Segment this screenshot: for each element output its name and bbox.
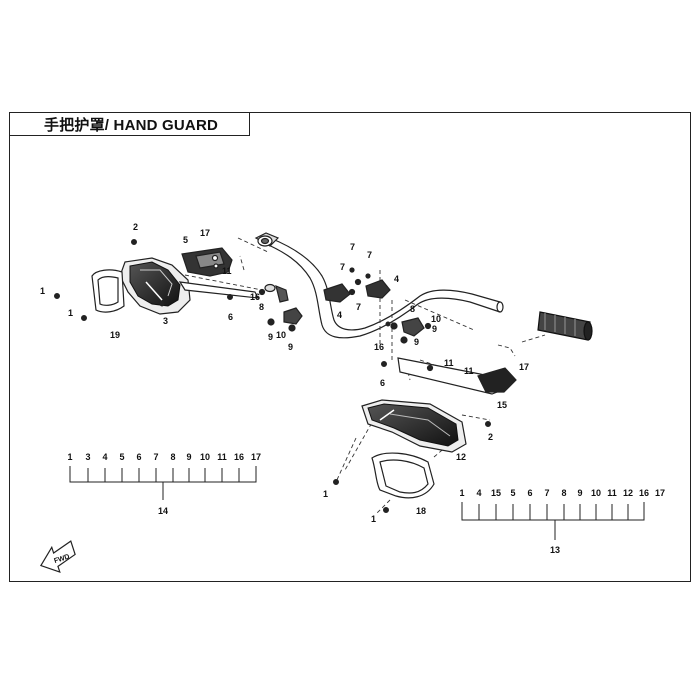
left-guard-shell xyxy=(91,269,125,313)
callout-c-17b: 17 xyxy=(519,362,529,372)
right-grip xyxy=(537,311,593,341)
kit-left-item: 9 xyxy=(186,452,191,462)
right-bracket xyxy=(397,357,517,395)
kit-right-number: 13 xyxy=(550,545,560,555)
callout-c-1a: 1 xyxy=(40,286,45,296)
kit-bracket-left xyxy=(69,466,257,500)
callout-c-2a: 2 xyxy=(133,222,138,232)
callout-c-5a: 5 xyxy=(183,235,188,245)
callout-c-9a: 9 xyxy=(268,332,273,342)
fwd-label: FWD xyxy=(53,553,70,565)
callout-c-7c: 7 xyxy=(367,250,372,260)
kit-right-item: 12 xyxy=(623,488,633,498)
title-box xyxy=(9,112,250,136)
callout-c-7a: 7 xyxy=(350,242,355,252)
right-screws xyxy=(333,321,491,513)
callout-c-16a: 16 xyxy=(250,292,260,302)
callout-c-18: 18 xyxy=(416,506,426,516)
kit-right-item: 17 xyxy=(655,488,665,498)
kit-left-item: 11 xyxy=(217,452,227,462)
kit-left-item: 8 xyxy=(170,452,175,462)
kit-left-item: 17 xyxy=(251,452,261,462)
kit-left-item: 5 xyxy=(119,452,124,462)
callout-c-7b: 7 xyxy=(340,262,345,272)
kit-left-labels: 1 3 4 5 6 7 8 9 10 11 16 17 14 xyxy=(67,452,261,516)
callout-c-19: 19 xyxy=(110,330,120,340)
callout-c-10a: 10 xyxy=(276,330,286,340)
callout-c-1d: 1 xyxy=(371,514,376,524)
callout-c-1b: 1 xyxy=(68,308,73,318)
callout-c-8a: 8 xyxy=(259,302,264,312)
kit-left-number: 14 xyxy=(158,506,168,516)
callout-c-4a: 4 xyxy=(394,274,399,284)
kit-right-item: 8 xyxy=(561,488,566,498)
kit-left-item: 4 xyxy=(102,452,107,462)
left-hand-guard xyxy=(119,257,191,315)
kit-left-item: 1 xyxy=(67,452,72,462)
callout-c-9d: 9 xyxy=(414,337,419,347)
kit-right-item: 10 xyxy=(591,488,601,498)
kit-left-item: 6 xyxy=(136,452,141,462)
callout-c-3: 3 xyxy=(163,316,168,326)
callout-c-12: 12 xyxy=(456,452,466,462)
kit-right-item: 15 xyxy=(491,488,501,498)
kit-right-item: 4 xyxy=(476,488,481,498)
right-guard-shell xyxy=(371,452,435,499)
kit-left-item: 16 xyxy=(234,452,244,462)
kit-right-labels: 1 4 15 5 6 7 8 9 10 11 12 16 17 13 xyxy=(459,488,665,555)
kit-left-item: 7 xyxy=(153,452,158,462)
callout-c-2b: 2 xyxy=(488,432,493,442)
kit-left-item: 10 xyxy=(200,452,210,462)
callout-c-10b: 10 xyxy=(431,314,441,324)
callout-c-7d: 7 xyxy=(356,302,361,312)
center-clamps xyxy=(323,267,432,344)
fwd-arrow-icon: FWD xyxy=(39,540,76,573)
kit-right-item: 9 xyxy=(577,488,582,498)
callout-c-9c: 9 xyxy=(432,324,437,334)
kit-bracket-right xyxy=(461,502,645,540)
kit-right-item: 1 xyxy=(459,488,464,498)
callout-c-11c: 11 xyxy=(464,366,474,376)
callout-c-16b: 16 xyxy=(374,342,384,352)
callout-c-4b: 4 xyxy=(337,310,342,320)
callout-c-9b: 9 xyxy=(288,342,293,352)
left-bracket xyxy=(178,247,260,299)
callout-c-15: 15 xyxy=(497,400,507,410)
callout-c-8b: 8 xyxy=(410,304,415,314)
kit-left-item: 3 xyxy=(85,452,90,462)
kit-right-item: 7 xyxy=(544,488,549,498)
callout-c-6b: 6 xyxy=(380,378,385,388)
right-hand-guard xyxy=(361,399,467,453)
callout-c-6a: 6 xyxy=(228,312,233,322)
left-clamp xyxy=(258,283,303,332)
diagram-title: 手把护罩/ HAND GUARD xyxy=(44,117,219,134)
kit-right-item: 16 xyxy=(639,488,649,498)
diagram-frame xyxy=(9,112,691,582)
callout-c-11a: 11 xyxy=(222,266,232,276)
kit-right-item: 6 xyxy=(527,488,532,498)
callout-c-1c: 1 xyxy=(323,489,328,499)
left-grip xyxy=(254,232,280,247)
left-screws xyxy=(54,239,233,321)
callout-c-17a: 17 xyxy=(200,228,210,238)
kit-right-item: 11 xyxy=(607,488,617,498)
callout-c-11b: 11 xyxy=(444,358,454,368)
kit-right-item: 5 xyxy=(510,488,515,498)
